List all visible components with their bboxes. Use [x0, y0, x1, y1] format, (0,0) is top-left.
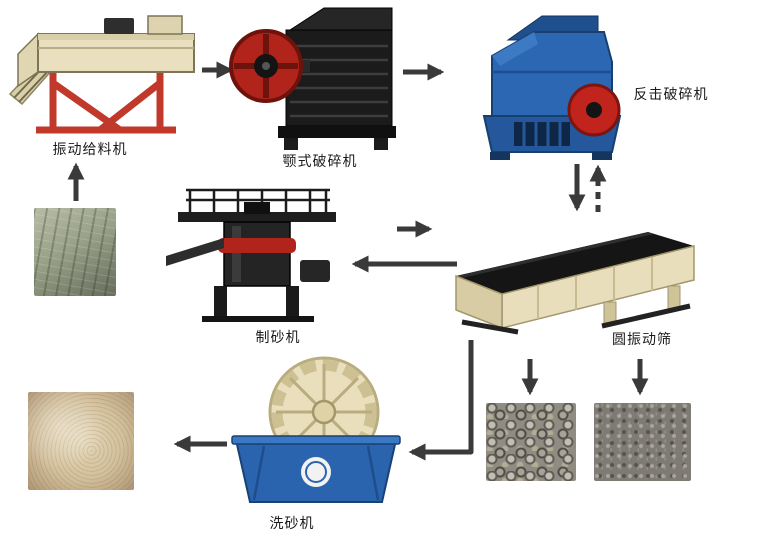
- label-vibrating-screen: 圆振动筛: [612, 332, 672, 348]
- fine-gravel-photo: [594, 403, 691, 481]
- finished-sand-pile-photo: [28, 392, 134, 490]
- sand-washer-illustration: [230, 354, 402, 506]
- label-sand-maker: 制砂机: [255, 330, 301, 346]
- jaw-crusher-illustration: [228, 4, 396, 154]
- sand-maker-illustration: [160, 186, 352, 324]
- label-vibrating-feeder: 振动给料机: [52, 142, 128, 158]
- label-impact-crusher: 反击破碎机: [633, 87, 709, 103]
- label-jaw-crusher: 颚式破碎机: [282, 154, 358, 170]
- arrow-screen-to-washer: [408, 340, 474, 461]
- impact-crusher-illustration: [478, 10, 626, 162]
- raw-rock-photo: [34, 208, 116, 296]
- vibrating-screen-illustration: [452, 218, 704, 336]
- vibrating-feeder-illustration: [8, 8, 198, 141]
- label-sand-washer: 洗砂机: [269, 516, 315, 532]
- coarse-gravel-photo: [486, 403, 576, 481]
